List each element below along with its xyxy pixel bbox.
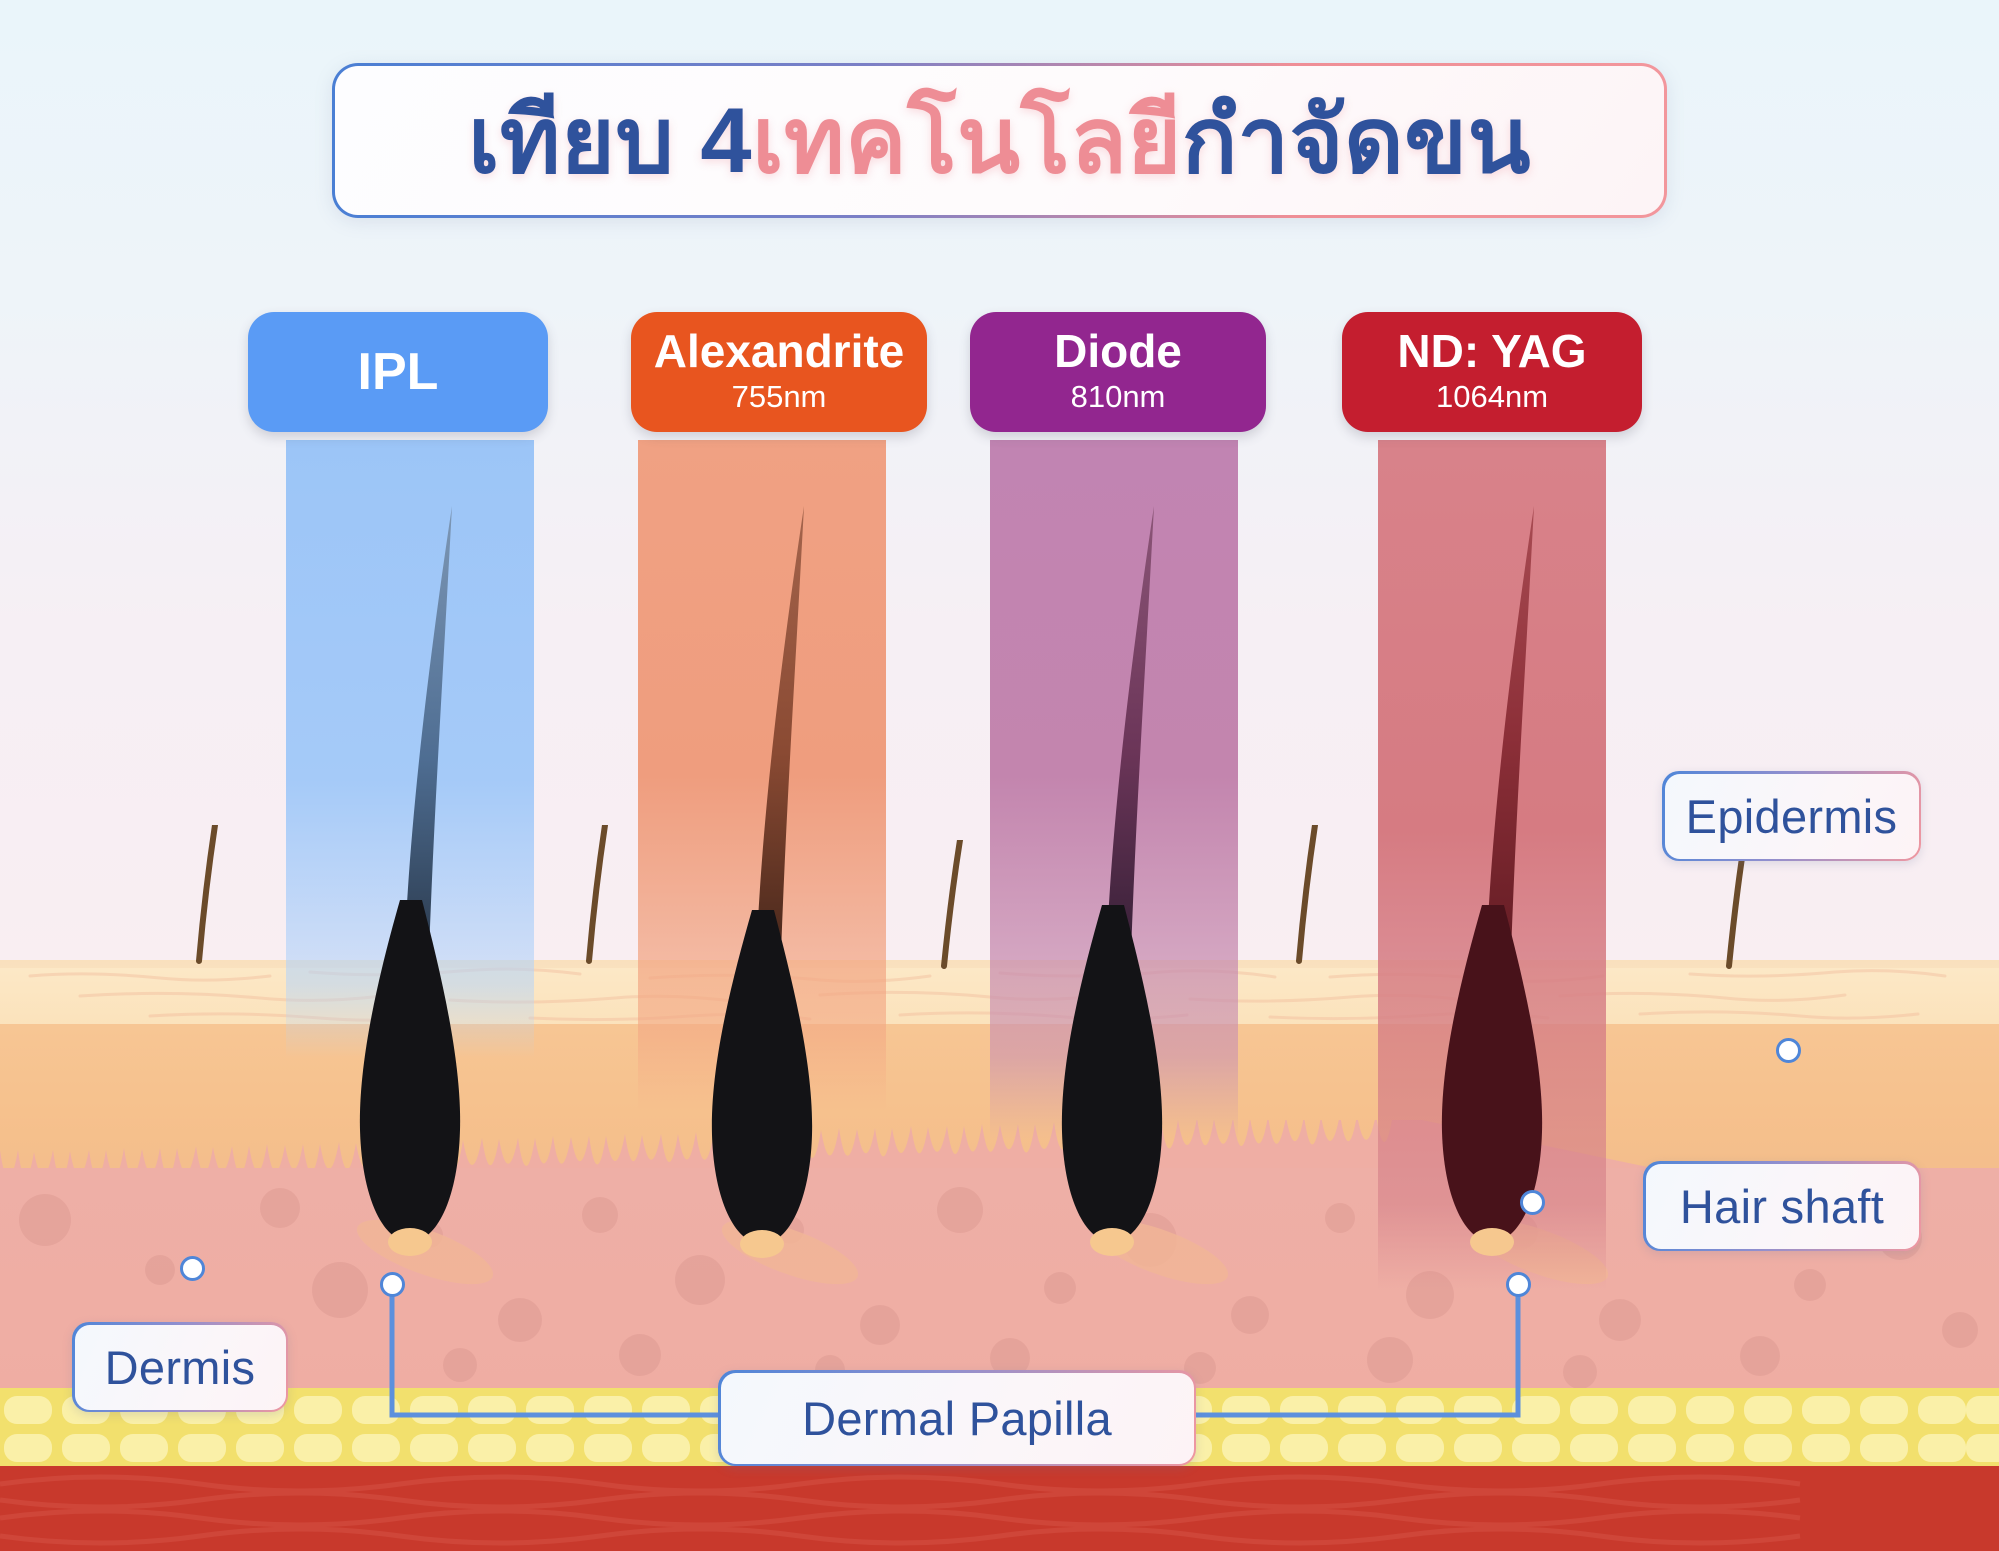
tech-badge-alexandrite-wavelength: 755nm: [731, 378, 827, 414]
tech-badge-ndyag-name: ND: YAG: [1397, 325, 1587, 378]
title-part-1: เทียบ 4: [467, 89, 753, 192]
callout-dermis-label: Dermis: [104, 1340, 256, 1394]
title-part-2: เทคโนโลยี: [752, 89, 1182, 192]
hair-follicle-ipl: [359, 506, 461, 1256]
title-banner-inner: เทียบ 4 เทคโนโลยี กำจัดขน: [335, 66, 1664, 215]
muscle-fiber-texture: [0, 1474, 1801, 1546]
surface-hair-3: [941, 840, 963, 969]
tech-badge-ndyag[interactable]: ND: YAG 1064nm: [1342, 312, 1642, 432]
surface-hair-4: [1296, 825, 1318, 964]
leader-dot-hair-shaft: [1520, 1190, 1545, 1215]
callout-dermal-papilla[interactable]: Dermal Papilla: [718, 1370, 1196, 1466]
leader-dot-dermis: [180, 1256, 205, 1281]
callout-hair-shaft-box: Hair shaft: [1645, 1163, 1919, 1249]
skin-layer-muscle: [0, 1466, 1999, 1551]
callout-hair-shaft[interactable]: Hair shaft: [1643, 1161, 1921, 1251]
callout-dermal-papilla-box: Dermal Papilla: [720, 1372, 1194, 1464]
title-banner: เทียบ 4 เทคโนโลยี กำจัดขน: [332, 63, 1667, 218]
tech-badge-diode[interactable]: Diode 810nm: [970, 312, 1266, 432]
tech-badge-diode-name: Diode: [1054, 325, 1182, 378]
callout-epidermis-label: Epidermis: [1685, 789, 1898, 843]
leader-dot-dermal-papilla-left: [380, 1272, 405, 1297]
leader-line-epidermis: [1786, 860, 1792, 1050]
tech-badge-ipl[interactable]: IPL: [248, 312, 548, 432]
tech-badge-alexandrite-name: Alexandrite: [653, 325, 905, 378]
tech-badge-alexandrite[interactable]: Alexandrite 755nm: [631, 312, 927, 432]
callout-epidermis[interactable]: Epidermis: [1662, 771, 1921, 861]
hair-follicle-diode: [1061, 506, 1163, 1256]
callout-dermis-box: Dermis: [74, 1324, 286, 1410]
tech-badge-diode-wavelength: 810nm: [1070, 378, 1166, 414]
hair-follicle-ndyag: [1441, 506, 1543, 1256]
leader-dot-dermal-papilla-right: [1506, 1272, 1531, 1297]
callout-dermal-papilla-label: Dermal Papilla: [802, 1391, 1112, 1445]
tech-badge-ipl-name: IPL: [357, 342, 439, 401]
surface-hair-1: [196, 825, 218, 964]
callout-epidermis-box: Epidermis: [1664, 773, 1919, 859]
leader-dot-epidermis: [1776, 1038, 1801, 1063]
callout-dermis[interactable]: Dermis: [72, 1322, 288, 1412]
hair-follicle-alexandrite: [711, 506, 813, 1258]
callout-hair-shaft-label: Hair shaft: [1679, 1179, 1885, 1233]
tech-badge-ndyag-wavelength: 1064nm: [1435, 378, 1549, 414]
title-part-3: กำจัดขน: [1181, 89, 1532, 192]
surface-hair-2: [586, 825, 608, 964]
